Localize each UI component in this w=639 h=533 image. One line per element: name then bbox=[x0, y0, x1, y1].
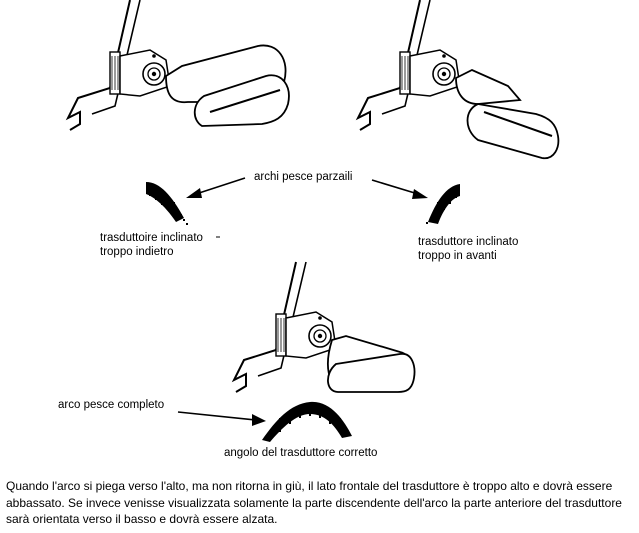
correct-angle-label: angolo del trasduttore corretto bbox=[224, 447, 378, 459]
partial-arcs-label: archi pesce parzaili bbox=[254, 171, 353, 183]
partial-fish-arc-left-icon bbox=[146, 182, 188, 225]
transducer-tilted-forward-drawing bbox=[357, 0, 560, 160]
arrow-to-left-arc bbox=[186, 177, 246, 198]
partial-fish-arc-right-icon bbox=[426, 184, 460, 224]
full-arc-label: arco pesce completo bbox=[58, 399, 165, 411]
tilted-back-label-line2: troppo indietro bbox=[100, 246, 174, 258]
arrow-to-complete-arc bbox=[177, 411, 266, 426]
tilted-back-label-line1: trasduttoire inclinato bbox=[100, 232, 203, 244]
transducer-tilted-back-drawing bbox=[67, 0, 290, 131]
tilted-forward-label-line2: troppo in avanti bbox=[418, 250, 497, 262]
transducer-correct-angle-drawing bbox=[233, 261, 416, 393]
transducer-angle-illustration bbox=[67, 0, 560, 442]
arrow-to-right-arc bbox=[371, 179, 428, 199]
tilted-forward-label-line1: trasduttore inclinato bbox=[418, 236, 519, 248]
explanation-caption: Quando l'arco si piega verso l'alto, ma … bbox=[6, 479, 622, 526]
complete-fish-arc-icon bbox=[262, 401, 352, 442]
